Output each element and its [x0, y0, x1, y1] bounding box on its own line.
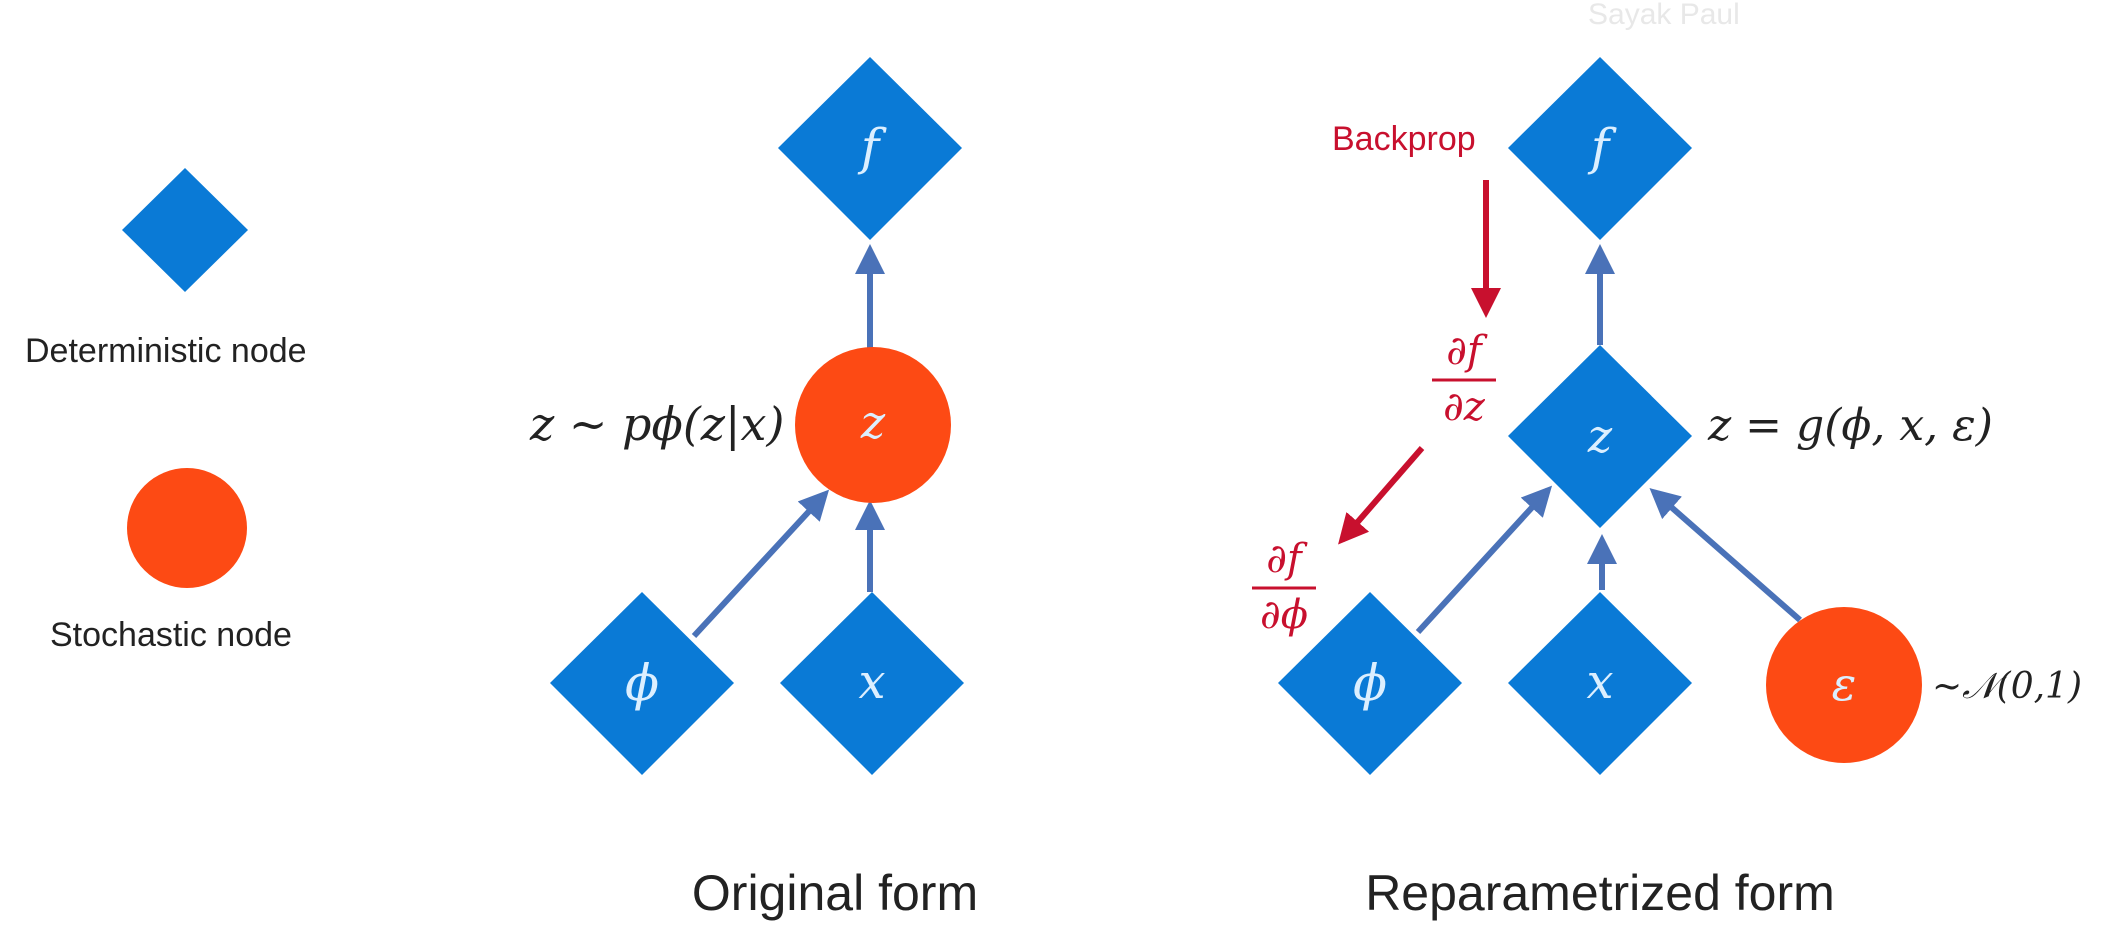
df-dz-fraction: ∂f ∂z [1432, 328, 1496, 430]
original-form-graph: f z ϕ x z ~ pϕ(z|x) Original form [529, 57, 978, 921]
reparam-node-z [1508, 345, 1692, 528]
original-edge-phi-to-z [691, 489, 830, 639]
reparam-node-phi [1278, 592, 1462, 775]
original-node-phi-label: ϕ [625, 654, 659, 712]
reparam-node-eps-label: ε [1832, 657, 1857, 711]
original-node-x [780, 592, 964, 775]
reparam-node-phi-label: ϕ [1353, 654, 1387, 712]
original-caption: Original form [692, 865, 978, 921]
reparam-node-x [1508, 592, 1692, 775]
original-node-phi [550, 592, 734, 775]
reparam-edge-eps-to-z [1649, 488, 1802, 623]
backprop-label: Backprop [1332, 120, 1476, 158]
df-dphi-numerator: ∂f [1266, 536, 1308, 582]
reparam-caption: Reparametrized form [1365, 865, 1835, 921]
reparam-node-z-label: z [1587, 409, 1613, 463]
legend-stochastic-label: Stochastic node [50, 616, 292, 654]
reparam-edge-phi-to-z [1415, 485, 1553, 635]
original-z-relation: z ~ pϕ(z|x) [529, 397, 784, 451]
legend-deterministic-label: Deterministic node [25, 332, 307, 370]
reparam-node-x-label: x [1586, 654, 1613, 710]
df-dphi-fraction: ∂f ∂ϕ [1252, 536, 1316, 638]
df-dz-denominator: ∂z [1443, 384, 1486, 430]
legend: Deterministic node Stochastic node [25, 168, 307, 654]
reparam-form-graph: f z ϕ x ε Backprop ∂f ∂z ∂f ∂ϕ z = g(ϕ, … [1252, 57, 2082, 921]
legend-deterministic-diamond [122, 168, 248, 292]
original-node-z-label: z [860, 395, 886, 449]
reparam-node-eps [1766, 607, 1922, 763]
original-node-f [778, 57, 962, 240]
watermark: Sayak Paul [1588, 0, 1740, 31]
df-dphi-denominator: ∂ϕ [1260, 592, 1308, 638]
eps-distribution: ~𝒩(0,1) [1932, 666, 2082, 707]
reparam-z-relation: z = g(ϕ, x, ε) [1707, 400, 1993, 451]
original-node-x-label: x [858, 654, 885, 710]
reparam-node-f [1508, 57, 1692, 240]
legend-stochastic-circle [127, 468, 247, 588]
backprop-arrow-diagonal [1338, 446, 1425, 545]
original-node-z [795, 347, 951, 503]
df-dz-numerator: ∂f [1446, 328, 1488, 374]
